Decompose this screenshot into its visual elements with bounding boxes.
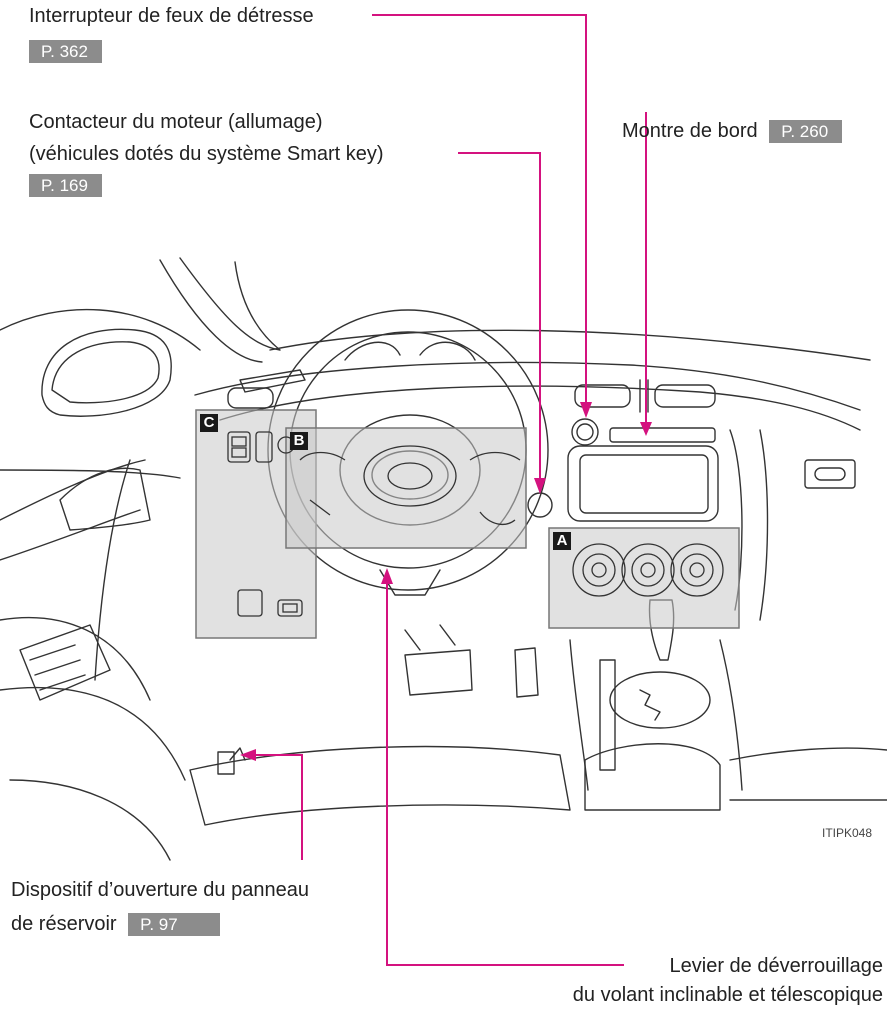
door-handle	[59, 467, 151, 531]
clock-page-ref[interactable]: P. 260	[769, 120, 843, 144]
fuel-page-ref[interactable]: P. 97	[128, 913, 220, 937]
center-display	[567, 445, 719, 522]
driver-seat	[189, 745, 571, 826]
zone-c-tag: C	[200, 414, 218, 432]
dashboard-top	[194, 361, 861, 431]
hazard-page-ref[interactable]: P. 362	[29, 40, 102, 63]
steering-lever-label-1: Levier de déverrouillage	[669, 955, 883, 977]
leader-steering	[386, 584, 624, 966]
side-mirror	[41, 328, 172, 417]
clock-label-text: Montre de bord	[622, 120, 758, 142]
fuel-lid-label-2: de réservoir P. 97	[11, 909, 220, 939]
accelerator-pedal	[514, 647, 539, 698]
zone-a-tag: A	[553, 532, 571, 550]
vent-center-left	[574, 384, 631, 408]
fuel-lid-label-1: Dispositif d’ouverture du panneau	[11, 879, 309, 901]
hazard-button	[571, 418, 599, 446]
center-console	[569, 639, 743, 791]
figure-code: ITIPK048	[822, 826, 873, 840]
engine-switch-label-2: (véhicules dotés du système Smart key)	[29, 143, 384, 165]
fuel-lid-lever	[217, 751, 235, 775]
engine-switch-label-1: Contacteur du moteur (allumage)	[29, 111, 323, 133]
passenger-seat	[584, 743, 887, 811]
hazard-switch-label: Interrupteur de feux de détresse	[29, 5, 314, 27]
zone-b-tag: B	[290, 432, 308, 450]
leader-fuel	[256, 754, 303, 860]
brake-pedal	[404, 649, 473, 696]
zone-a	[548, 527, 740, 629]
windshield-frame	[159, 257, 281, 363]
clock-display	[609, 427, 716, 443]
right-vent	[804, 459, 856, 489]
vent-left	[227, 387, 274, 409]
window-switch	[19, 624, 111, 701]
fuel-lid-label-2-text: de réservoir	[11, 913, 117, 935]
engine-page-ref[interactable]: P. 169	[29, 174, 102, 197]
clock-label: Montre de bord P. 260	[622, 116, 843, 146]
vent-center-right	[654, 384, 716, 408]
leader-engine	[458, 152, 541, 478]
leader-hazard	[372, 14, 587, 402]
windshield-top	[269, 329, 871, 361]
steering-lever-label-2: du volant inclinable et télescopique	[572, 984, 883, 1006]
door-panel	[0, 308, 201, 861]
zone-b	[285, 427, 527, 549]
